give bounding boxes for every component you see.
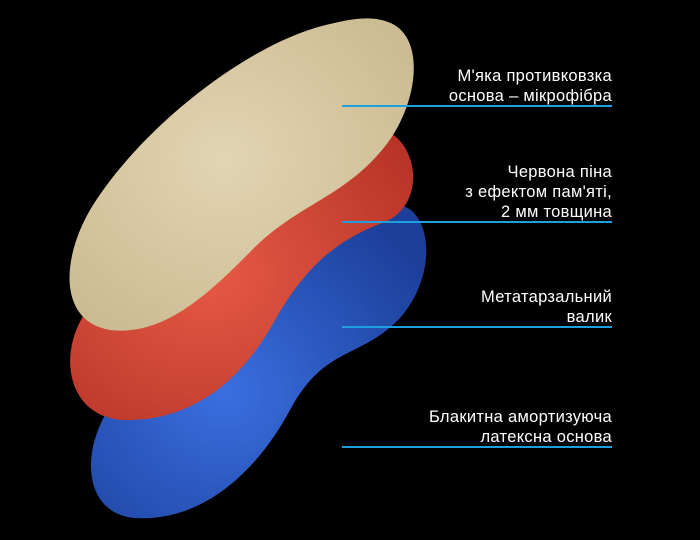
red-memory-foam-layer [70, 127, 414, 421]
layer-label-latex-base: Блакитна амортизуюча латексна основа [428, 408, 612, 446]
layer-label-metatarsal-pad: Метатарзальний валик [481, 288, 612, 326]
leader-line-microfiber [342, 105, 612, 107]
layer-label-microfiber: М'яка противковзка основа – мікрофібра [448, 67, 612, 105]
leader-line-latex-base [342, 446, 612, 448]
cream-microfiber-layer [69, 18, 414, 331]
layer-label-memory-foam: Червона піна з ефектом пам'яті, 2 мм тов… [465, 163, 612, 221]
leader-line-metatarsal-pad [342, 326, 612, 328]
leader-line-memory-foam [342, 221, 612, 223]
blue-latex-layer [91, 204, 427, 519]
